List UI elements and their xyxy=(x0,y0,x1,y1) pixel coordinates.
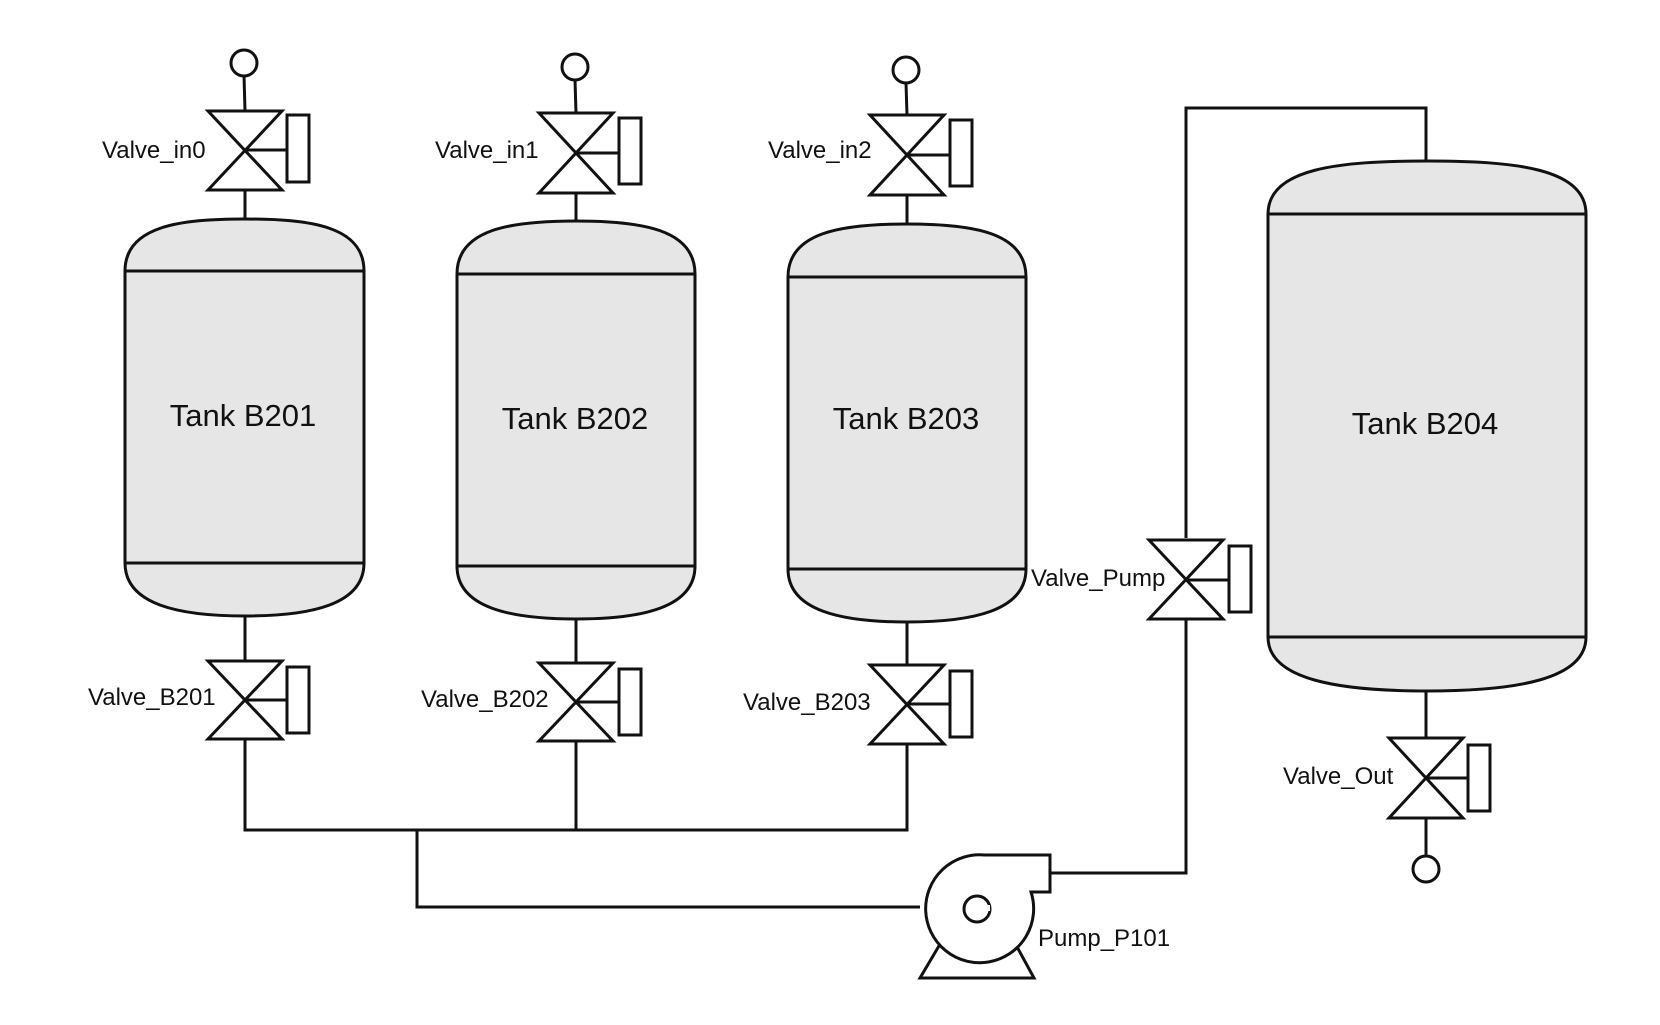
terminals xyxy=(229,48,1441,884)
tank-b204-label: Tank B204 xyxy=(1352,406,1499,441)
valve-pump-label: Valve_Pump xyxy=(1031,565,1165,592)
tank-b204: Tank B204 xyxy=(1266,159,1588,693)
pipe-discharge xyxy=(1050,620,1188,875)
tank-b202: Tank B202 xyxy=(455,219,697,621)
valve-b203-label: Valve_B203 xyxy=(743,689,871,716)
valve-pump[interactable] xyxy=(1145,538,1253,621)
valve-in2[interactable] xyxy=(866,113,974,197)
pump-p101-label: Pump_P101 xyxy=(1038,925,1170,952)
pump-p101[interactable] xyxy=(917,853,1052,980)
outlet-terminal xyxy=(1411,854,1441,884)
pipe-suction xyxy=(415,830,920,909)
valve-b202-label: Valve_B202 xyxy=(421,686,549,713)
valve-in1[interactable] xyxy=(535,111,643,195)
pipe-inlet-2 xyxy=(904,82,909,116)
valve-out[interactable] xyxy=(1385,736,1492,820)
valve-b203[interactable] xyxy=(866,663,974,746)
valve-out-label: Valve_Out xyxy=(1283,763,1394,790)
tank-b203: Tank B203 xyxy=(786,222,1028,624)
valve-in1-label: Valve_in1 xyxy=(435,137,539,164)
pipe-return xyxy=(1184,106,1428,538)
tank-b201: Tank B201 xyxy=(123,217,366,618)
inlet-terminal-1 xyxy=(560,52,590,82)
valve-in0[interactable] xyxy=(204,109,311,192)
inlet-terminal-0 xyxy=(229,48,259,78)
inlet-terminal-2 xyxy=(891,55,921,85)
piping xyxy=(242,74,1428,909)
tank-b203-label: Tank B203 xyxy=(833,401,980,436)
valve-in2-label: Valve_in2 xyxy=(768,137,872,164)
tank-b202-label: Tank B202 xyxy=(502,401,649,436)
pipe-inlet-1 xyxy=(573,79,578,114)
valve-b201[interactable] xyxy=(204,659,311,741)
tank-b201-label: Tank B201 xyxy=(170,398,317,433)
valve-b202[interactable] xyxy=(535,661,643,743)
pipe-inlet-0 xyxy=(242,74,247,112)
valve-in0-label: Valve_in0 xyxy=(102,137,206,164)
valve-b201-label: Valve_B201 xyxy=(88,684,216,711)
